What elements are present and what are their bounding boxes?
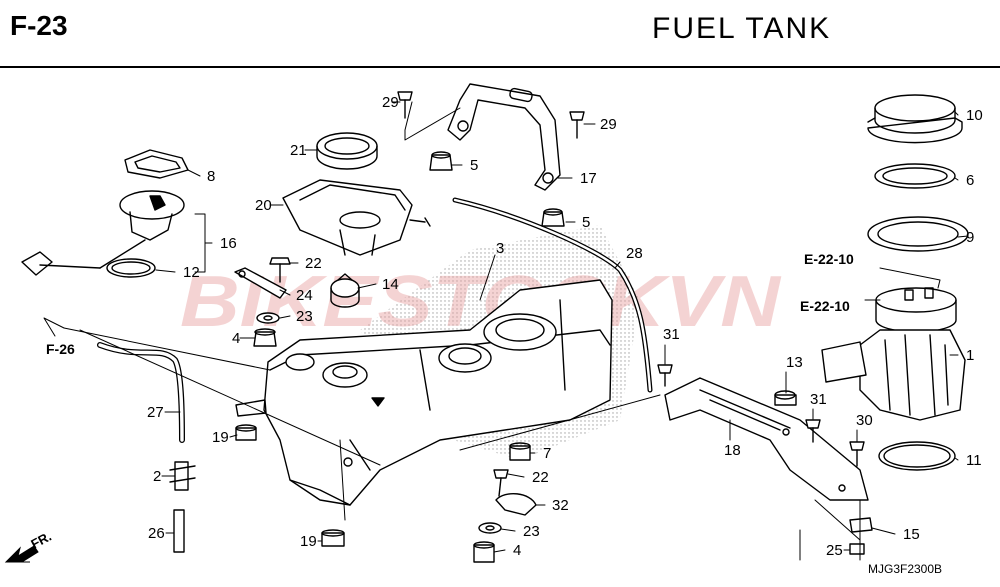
front-arrow-icon bbox=[4, 545, 39, 563]
callout-number: 8 bbox=[207, 168, 215, 185]
drain-hose[interactable] bbox=[97, 342, 185, 443]
callout-number: 24 bbox=[296, 287, 313, 304]
reference-label[interactable]: E-22-10 bbox=[800, 298, 850, 314]
callout-number: 29 bbox=[382, 94, 399, 111]
callout-number: 23 bbox=[296, 308, 313, 325]
callout-number: 21 bbox=[290, 142, 307, 159]
callout-number: 29 bbox=[600, 116, 617, 133]
page-code: F-23 bbox=[10, 10, 68, 41]
collar-23-lower[interactable] bbox=[478, 522, 502, 534]
gasket-ring[interactable] bbox=[316, 132, 378, 170]
lock-ring[interactable] bbox=[874, 163, 956, 189]
callout-number: 4 bbox=[513, 542, 521, 559]
callout-number: 27 bbox=[147, 404, 164, 421]
callout-number: 15 bbox=[903, 526, 920, 543]
nut-clip-15[interactable] bbox=[849, 517, 873, 533]
callout-number: 4 bbox=[232, 330, 240, 347]
callout-number: 7 bbox=[543, 445, 551, 462]
sensor-gasket[interactable] bbox=[124, 149, 189, 179]
tube-26[interactable] bbox=[173, 509, 185, 553]
rubber-mount-4-lower[interactable] bbox=[473, 541, 495, 563]
callout-number: 3 bbox=[496, 240, 504, 257]
callout-number: 25 bbox=[826, 542, 843, 559]
callout-number: 17 bbox=[580, 170, 597, 187]
parts-diagram: BIKESTOCKVN bbox=[4, 83, 983, 576]
callout-number: 14 bbox=[382, 276, 399, 293]
callout-number: 10 bbox=[966, 107, 983, 124]
callout-number: 19 bbox=[212, 429, 229, 446]
callout-number: 6 bbox=[966, 172, 974, 189]
bolt-29-right[interactable] bbox=[569, 111, 585, 139]
callout-number: 26 bbox=[148, 525, 165, 542]
callout-number: 31 bbox=[663, 326, 680, 343]
page-title: FUEL TANK bbox=[652, 12, 832, 45]
fuel-level-sensor[interactable] bbox=[21, 190, 185, 276]
clamp-32[interactable] bbox=[495, 493, 537, 516]
reference-label[interactable]: E-22-10 bbox=[804, 251, 854, 267]
tank-top-cover[interactable] bbox=[282, 179, 431, 256]
pump-o-ring[interactable] bbox=[878, 441, 956, 471]
callout-number: 18 bbox=[724, 442, 741, 459]
callout-number: 19 bbox=[300, 533, 317, 550]
rubber-mount-4[interactable] bbox=[253, 328, 277, 347]
bolt-29-left[interactable] bbox=[397, 91, 413, 119]
grommet-lower[interactable] bbox=[541, 208, 565, 227]
fuel-tank[interactable] bbox=[235, 279, 613, 506]
reference-labels: E-22-10E-22-10F-26 bbox=[46, 251, 854, 357]
bolt-30[interactable] bbox=[849, 441, 865, 467]
callout-number: 28 bbox=[626, 245, 643, 262]
callout-number: 9 bbox=[966, 229, 974, 246]
callout-number: 12 bbox=[183, 264, 200, 281]
bolt-31-left[interactable] bbox=[657, 364, 673, 387]
grommet-upper[interactable] bbox=[429, 151, 453, 171]
callout-number: 5 bbox=[582, 214, 590, 231]
fuel-pump-assembly[interactable] bbox=[821, 287, 966, 421]
cushion-19-lower[interactable] bbox=[321, 529, 345, 547]
callout-number: 30 bbox=[856, 412, 873, 429]
callout-number: 23 bbox=[523, 523, 540, 540]
callout-number: 11 bbox=[966, 452, 982, 469]
pump-gasket[interactable] bbox=[867, 216, 969, 252]
callout-number: 16 bbox=[220, 235, 237, 252]
header: F-23 FUEL TANK bbox=[0, 0, 1000, 64]
callout-number: 5 bbox=[470, 157, 478, 174]
callout-number: 22 bbox=[305, 255, 322, 272]
diagram-code: MJG3F2300B bbox=[868, 562, 942, 576]
pump-cover[interactable] bbox=[867, 94, 963, 144]
callout-number: 32 bbox=[552, 497, 569, 514]
front-direction-indicator: FR. bbox=[4, 529, 54, 563]
leader-lines bbox=[43, 101, 969, 561]
bolt-22[interactable] bbox=[269, 257, 291, 283]
header-divider bbox=[0, 66, 1000, 68]
bolt-25[interactable] bbox=[849, 543, 865, 555]
callout-number: 2 bbox=[153, 468, 161, 485]
stay-24[interactable] bbox=[234, 267, 287, 299]
callout-number: 31 bbox=[810, 391, 827, 408]
callout-number: 20 bbox=[255, 197, 272, 214]
valve-2[interactable] bbox=[169, 461, 196, 491]
fuel-pump-bracket[interactable] bbox=[664, 377, 869, 501]
bolt-22-lower[interactable] bbox=[493, 469, 509, 497]
reference-label[interactable]: F-26 bbox=[46, 341, 75, 357]
bolt-31-right[interactable] bbox=[805, 419, 821, 443]
callout-number: 22 bbox=[532, 469, 549, 486]
rubber-13[interactable] bbox=[774, 390, 797, 406]
callout-number: 1 bbox=[966, 347, 974, 364]
grommet-7[interactable] bbox=[509, 442, 531, 461]
callout-number: 13 bbox=[786, 354, 803, 371]
collar-23[interactable] bbox=[256, 312, 280, 324]
tank-mounting-bracket[interactable] bbox=[447, 83, 561, 191]
cushion-19-upper[interactable] bbox=[235, 424, 257, 441]
